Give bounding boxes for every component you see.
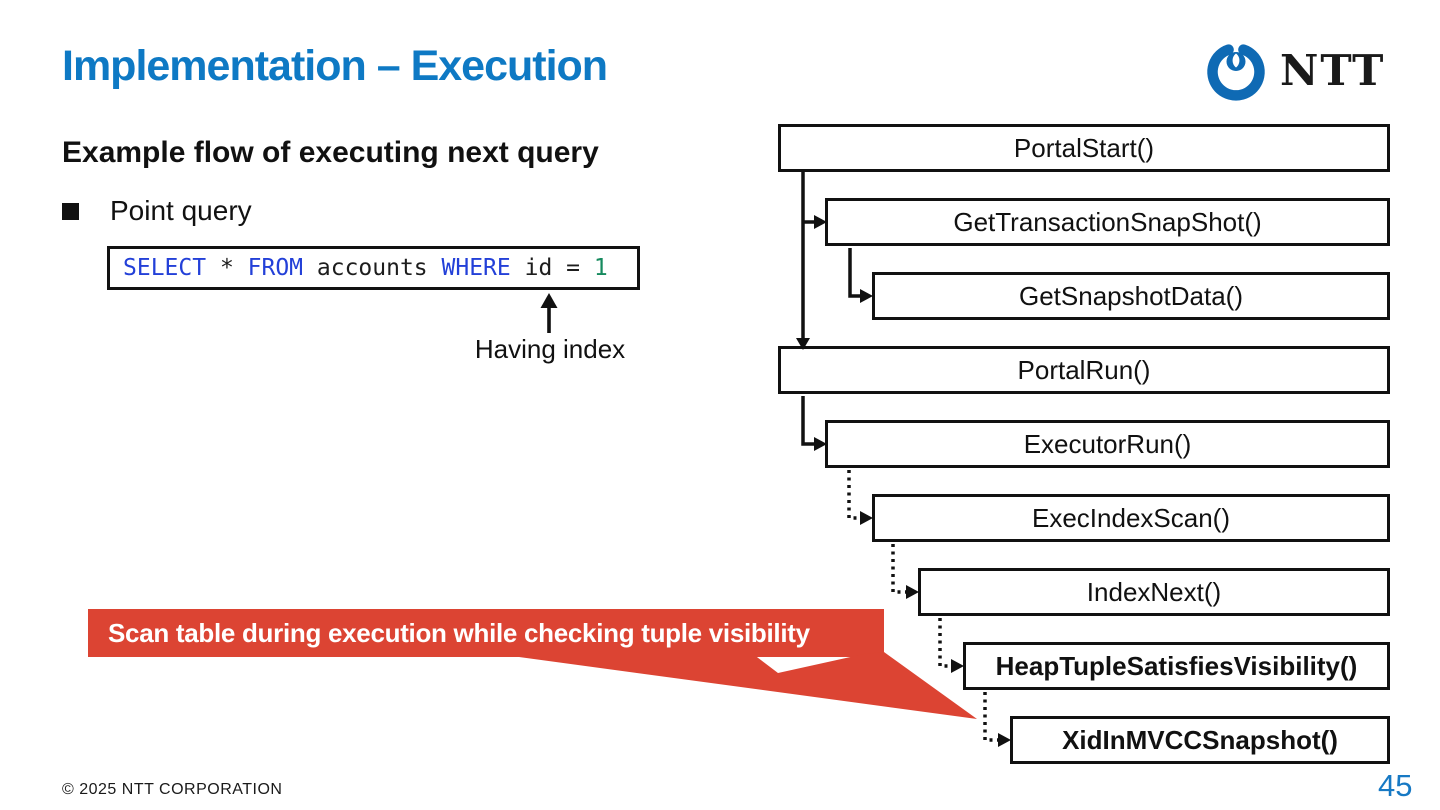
connector-portalrun-executorrun bbox=[801, 396, 816, 446]
sql-text: id = bbox=[510, 255, 594, 281]
flow-box-xidinmvccsnapshot: XidInMVCCSnapshot() bbox=[1010, 716, 1390, 764]
sql-text: accounts bbox=[303, 255, 442, 281]
page-number: 45 bbox=[1378, 768, 1413, 803]
ntt-logo: NTT bbox=[1206, 40, 1385, 102]
sql-keyword: FROM bbox=[247, 255, 304, 281]
connector-execindexscan-indexnext bbox=[891, 544, 908, 594]
ntt-logo-text: NTT bbox=[1280, 46, 1386, 95]
sql-number: 1 bbox=[593, 255, 608, 281]
page-title: Implementation – Execution bbox=[62, 42, 608, 90]
bullet-point: Point query bbox=[62, 195, 252, 227]
flow-box-portalstart: PortalStart() bbox=[778, 124, 1390, 172]
having-index-label: Having index bbox=[474, 334, 626, 364]
flow-box-portalrun: PortalRun() bbox=[778, 346, 1390, 394]
connector-gettransactionsnapshot-getsnapshotdata bbox=[848, 248, 862, 298]
sql-keyword: SELECT bbox=[123, 255, 207, 281]
up-arrow-icon bbox=[540, 293, 558, 333]
ntt-dynamic-loop-icon bbox=[1207, 44, 1265, 101]
flow-box-indexnext: IndexNext() bbox=[918, 568, 1390, 616]
bullet-square-icon bbox=[62, 202, 79, 220]
flow-box-executorrun: ExecutorRun() bbox=[825, 420, 1390, 468]
connector-executorrun-execindexscan bbox=[847, 470, 862, 520]
sql-text: * bbox=[206, 255, 248, 281]
callout-banner: Scan table during execution while checki… bbox=[88, 609, 884, 657]
sql-code-box: SELECT * FROM accounts WHERE id = 1 bbox=[107, 246, 640, 290]
flow-box-gettransactionsnapshot: GetTransactionSnapShot() bbox=[825, 198, 1390, 246]
callout-tail bbox=[497, 652, 977, 719]
flow-box-heaptuplesatisfiesvisibility: HeapTupleSatisfiesVisibility() bbox=[963, 642, 1390, 690]
callout-text: Scan table during execution while checki… bbox=[108, 617, 810, 648]
flow-box-getsnapshotdata: GetSnapshotData() bbox=[872, 272, 1390, 320]
flow-box-execindexscan: ExecIndexScan() bbox=[872, 494, 1390, 542]
sql-keyword: WHERE bbox=[441, 255, 511, 281]
bullet-label: Point query bbox=[110, 195, 252, 226]
footer-copyright: © 2025 NTT CORPORATION bbox=[62, 781, 283, 798]
connector-heaptuplesatisfiesvisibility-xidinmvccsnapshot bbox=[983, 692, 1000, 742]
subtitle: Example flow of executing next query bbox=[62, 136, 599, 169]
connector-indexnext-heaptuplesatisfiesvisibility bbox=[938, 618, 953, 668]
